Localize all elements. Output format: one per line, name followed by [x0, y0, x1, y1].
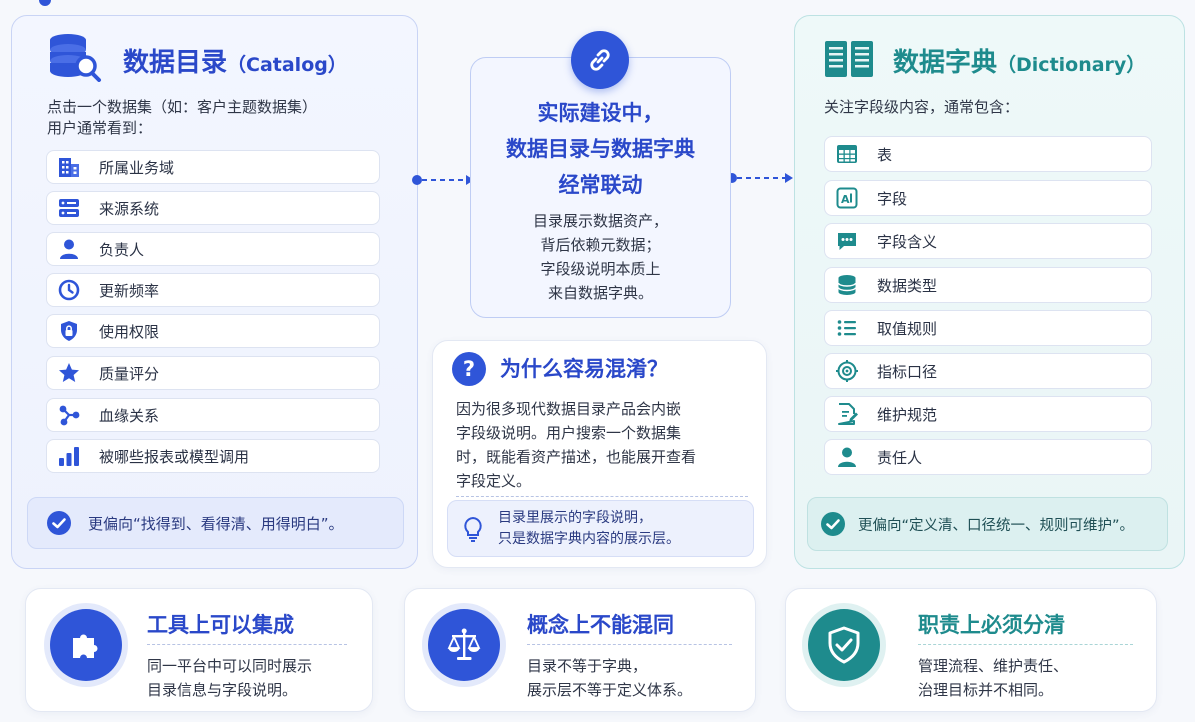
check-circle-icon — [46, 510, 72, 536]
connector-left — [411, 172, 475, 186]
bottom-card-responsibility-divider — [918, 644, 1133, 645]
lightbulb-icon — [462, 516, 484, 542]
dictionary-note: 更偏向“定义清、口径统一、规则可维护”。 — [807, 497, 1168, 551]
dictionary-item-field: A 字段 — [824, 180, 1152, 216]
bottom-card-concept-body: 目录不等于字典， 展示层不等于定义体系。 — [527, 657, 693, 699]
decor-dot — [39, 0, 51, 6]
why-body: 因为很多现代数据目录产品会内嵌 字段级说明。用户搜索一个数据集 时，既能看资产描… — [456, 400, 697, 490]
bottom-card-concept-title: 概念上不能混同 — [527, 613, 674, 637]
shield-check-icon — [808, 609, 880, 681]
catalog-item-source-system: 来源系统 — [46, 191, 380, 225]
linkage-card — [470, 57, 731, 318]
chat-icon — [833, 227, 861, 255]
dictionary-intro: 关注字段级内容，通常包含： — [824, 98, 1020, 116]
table-icon — [833, 140, 861, 168]
book-icon — [824, 38, 874, 80]
why-tip: 目录里展示的字段说明， 只是数据字典内容的展示层。 — [447, 500, 754, 557]
lineage-icon — [55, 401, 83, 429]
building-icon — [55, 153, 83, 181]
person-icon — [55, 235, 83, 263]
linkage-body: 目录展示数据资产， 背后依赖元数据； 字段级说明本质上 来自数据字典。 — [532, 212, 668, 302]
link-icon — [571, 31, 629, 89]
bottom-card-integration-title: 工具上可以集成 — [147, 613, 294, 637]
dictionary-item-maintenance-spec: 维护规范 — [824, 396, 1152, 432]
catalog-database-search-icon — [48, 32, 102, 82]
bottom-card-responsibility-body: 管理流程、维护责任、 治理目标并不相同。 — [918, 657, 1069, 699]
clock-icon — [55, 276, 83, 304]
dictionary-item-table: 表 — [824, 136, 1152, 172]
bottom-card-concept-divider — [527, 644, 732, 645]
why-tip-text: 目录里展示的字段说明， 只是数据字典内容的展示层。 — [498, 509, 680, 547]
ai-field-icon: A — [833, 184, 861, 212]
person-icon — [833, 443, 861, 471]
catalog-item-quality-score: 质量评分 — [46, 356, 380, 390]
lock-shield-icon — [55, 317, 83, 345]
catalog-item-used-by: 被哪些报表或模型调用 — [46, 439, 380, 473]
catalog-item-permissions: 使用权限 — [46, 314, 380, 348]
bar-chart-icon — [55, 442, 83, 470]
catalog-title: 数据目录 （Catalog） — [123, 48, 347, 78]
question-icon: ? — [452, 352, 486, 386]
bottom-card-integration-divider — [147, 644, 347, 645]
target-icon — [833, 357, 861, 385]
bottom-card-integration-body: 同一平台中可以同时展示 目录信息与字段说明。 — [147, 657, 313, 699]
catalog-note: 更偏向“找得到、看得清、用得明白”。 — [27, 497, 404, 549]
check-circle-icon — [820, 511, 846, 537]
svg-text:A: A — [841, 193, 850, 206]
document-edit-icon — [833, 400, 861, 428]
bottom-card-responsibility-title: 职责上必须分清 — [918, 613, 1065, 637]
database-icon — [833, 271, 861, 299]
catalog-item-business-domain: 所属业务域 — [46, 150, 380, 184]
why-divider — [456, 496, 748, 497]
catalog-item-lineage: 血缘关系 — [46, 398, 380, 432]
dictionary-item-responsible: 责任人 — [824, 439, 1152, 475]
connector-right — [726, 170, 794, 184]
dictionary-item-metric-definition: 指标口径 — [824, 353, 1152, 389]
catalog-item-update-frequency: 更新频率 — [46, 273, 380, 307]
why-title: 为什么容易混淆？ — [500, 357, 668, 381]
star-icon — [55, 359, 83, 387]
catalog-intro: 点击一个数据集（如：客户主题数据集） 用户通常看到： — [47, 98, 318, 137]
scale-icon — [428, 609, 500, 681]
list-icon — [833, 314, 861, 342]
puzzle-icon — [50, 609, 122, 681]
linkage-title: 实际建设中， 数据目录与数据字典 经常联动 — [506, 101, 695, 197]
dictionary-item-value-rules: 取值规则 — [824, 310, 1152, 346]
catalog-item-owner: 负责人 — [46, 232, 380, 266]
server-icon — [55, 194, 83, 222]
dictionary-item-data-type: 数据类型 — [824, 267, 1152, 303]
dictionary-title: 数据字典 （Dictionary） — [893, 48, 1146, 78]
dictionary-item-field-meaning: 字段含义 — [824, 223, 1152, 259]
